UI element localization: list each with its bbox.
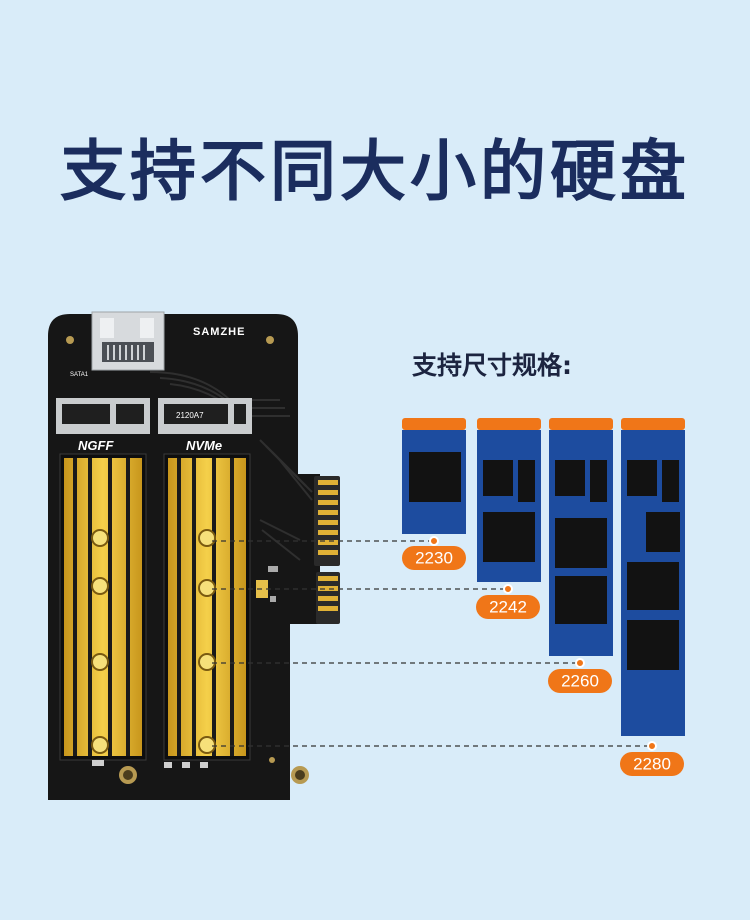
ssd-2280 [621,418,685,736]
nvme-slot-label: NVMe [186,438,222,453]
size-label-2260: 2260 [548,669,612,693]
pcie-adapter-card: SAMZHE SATA1 2120A7 NGFF NVMe [48,311,342,800]
brand-text: SAMZHE [193,326,245,338]
size-label-2230: 2230 [402,546,466,570]
ngff-slot-label: NGFF [78,438,114,453]
sata-port-label: SATA1 [70,372,89,378]
ssd-2260 [549,418,613,656]
page-title: 支持不同大小的硬盘 [60,133,690,210]
pcie-gold-fingers [290,476,342,800]
sata-port [91,311,165,371]
ngff-drive-bay [59,453,147,761]
ssd-2242 [477,418,541,582]
size-label-2280: 2280 [620,752,684,776]
size-label-2242: 2242 [476,595,540,619]
size-label-text: 2242 [489,598,527,617]
length-guides [212,540,652,747]
size-label-text: 2280 [633,755,671,774]
size-label-text: 2230 [415,549,453,568]
size-label-text: 2260 [561,672,599,691]
mounting-hole [66,336,309,784]
supported-sizes-heading: 支持尺寸规格: [412,351,572,380]
length-markers [429,536,657,751]
ssd-2230 [402,418,466,534]
chip-marking: 2120A7 [176,411,204,420]
nvme-drive-bay [163,453,251,761]
m2-connector-nvme: 2120A7 [158,398,252,434]
m2-connector-ngff [56,398,150,434]
